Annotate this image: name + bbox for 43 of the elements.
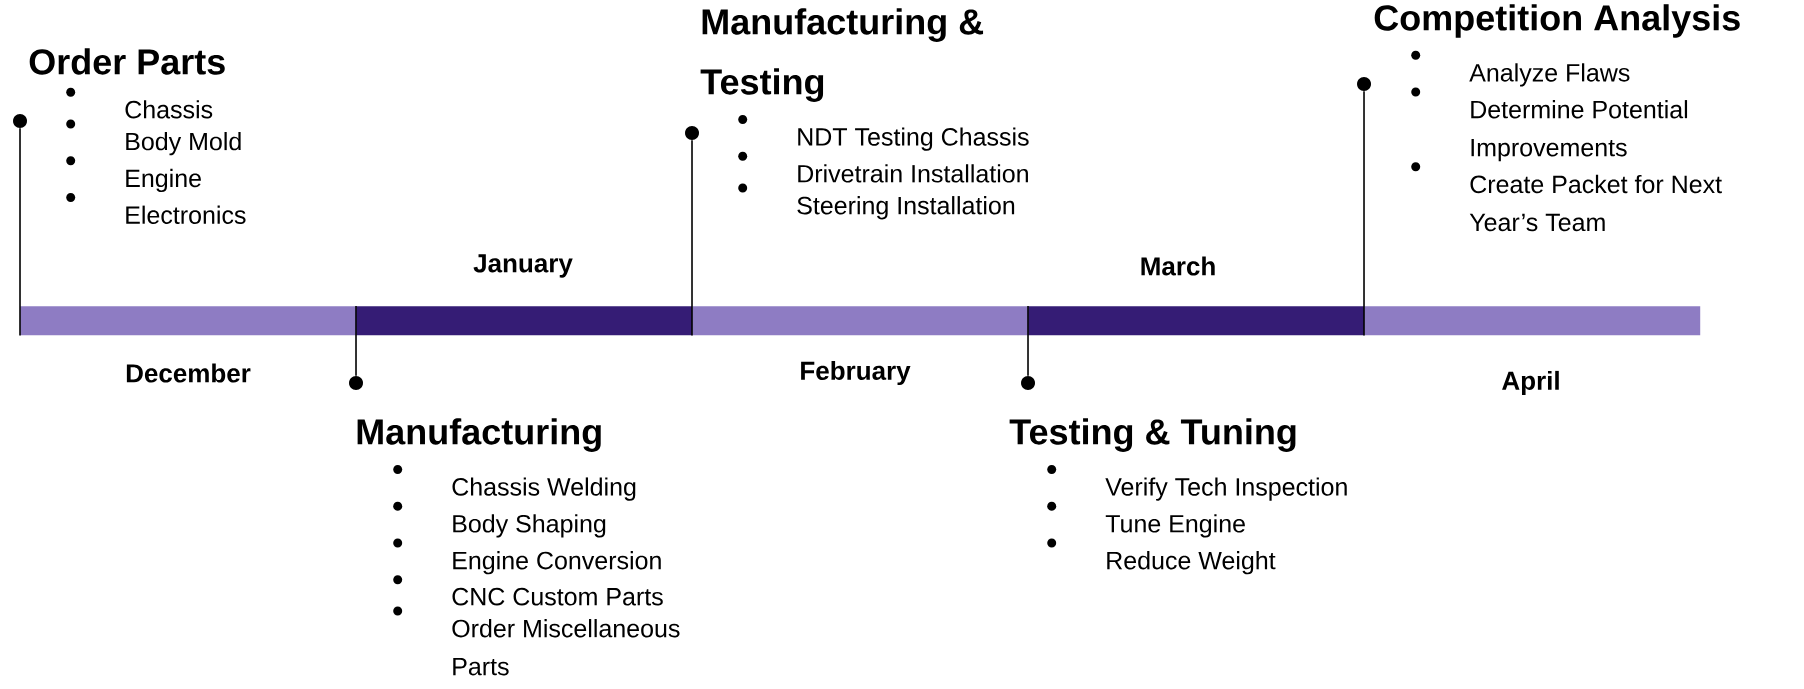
timeline-segment — [1028, 306, 1365, 336]
timeline-segment — [1364, 306, 1701, 336]
bullet-item: CNC Custom Parts — [393, 575, 663, 606]
month-label: December — [126, 363, 251, 383]
bullet-item: Body Mold — [66, 119, 241, 156]
bullet-item: Tune Engine — [1047, 501, 1245, 538]
pin-dot — [349, 376, 363, 390]
month-label: March — [1141, 256, 1215, 276]
timeline-segment — [20, 306, 357, 336]
pin-dot — [685, 126, 699, 140]
bullet-item: Engine — [66, 156, 201, 193]
heading: Order Parts — [29, 48, 225, 75]
pin-dot — [13, 114, 27, 128]
bullet-item: Steering Installation — [738, 183, 1015, 220]
bullet-item: Analyze Flaws — [1411, 50, 1630, 87]
pin-line — [1027, 305, 1029, 377]
pin-line — [1363, 90, 1365, 337]
bullet-item: Chassis — [66, 87, 213, 119]
heading: Manufacturing — [357, 418, 601, 452]
month-label: January — [473, 254, 573, 278]
bullet-item: Electronics — [66, 193, 246, 224]
bullet-item: Drivetrain Installation — [738, 151, 1028, 183]
bullet-item: NDT Testing Chassis — [738, 114, 1029, 151]
pin-dot — [1357, 77, 1371, 91]
bullet-item: Determine Potential Improvements — [1411, 87, 1688, 162]
bullet-item: Engine Conversion — [393, 538, 661, 575]
month-label: February — [801, 360, 911, 386]
month-label: April — [1502, 370, 1559, 396]
bullet-item: Body Shaping — [393, 501, 606, 538]
pin-line — [355, 305, 357, 377]
heading: Competition Analysis — [1374, 4, 1740, 38]
bullet-item: Chassis Welding — [393, 464, 636, 501]
timeline-segment — [692, 306, 1029, 336]
pin-line — [691, 139, 693, 337]
timeline-segment — [356, 306, 693, 336]
bullet-item: Order Miscellaneous Parts — [393, 606, 680, 676]
heading: Manufacturing & Testing — [700, 8, 984, 102]
pin-dot — [1021, 376, 1035, 390]
bullet-item: Reduce Weight — [1047, 538, 1276, 575]
bullet-item: Verify Tech Inspection — [1047, 464, 1347, 501]
heading: Testing & Tuning — [1009, 418, 1296, 452]
bullet-item: Create Packet for Next Year’s Team — [1411, 162, 1722, 232]
pin-line — [19, 127, 21, 337]
